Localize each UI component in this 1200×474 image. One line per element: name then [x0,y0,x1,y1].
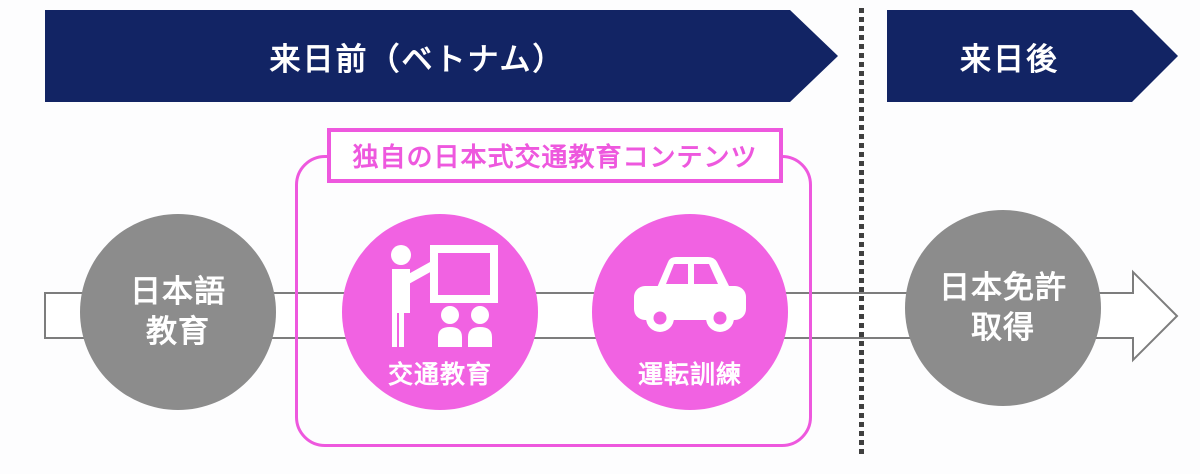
step-japanese-education-label: 日本語 教育 [130,272,226,351]
teacher-blackboard-icon [380,243,500,349]
car-icon [630,243,750,349]
step-driving-training-label: 運転訓練 [637,361,742,389]
stage-banner-after-arrival: 来日後 [887,10,1178,102]
stage-banner-before-label: 来日前（ベトナム） [269,41,566,77]
step-driving-training: 運転訓練 [592,214,788,410]
step-japanese-education-line1: 日本語 [130,274,226,310]
stage-banner-before-arrival: 来日前（ベトナム） [45,10,838,102]
stage-divider-dotted-line [859,8,864,458]
step-japan-license-label: 日本免許 取得 [939,268,1067,347]
step-traffic-education-label: 交通教育 [387,361,492,389]
content-box-title-label: 独自の日本式交通教育コンテンツ [352,142,758,172]
step-japanese-education-line2: 教育 [146,314,210,349]
step-japan-license: 日本免許 取得 [905,210,1101,406]
step-japan-license-line1: 日本免許 [939,270,1067,306]
step-japan-license-line2: 取得 [971,310,1035,345]
stage-banner-after-label: 来日後 [960,41,1059,77]
content-box-title: 独自の日本式交通教育コンテンツ [327,128,783,183]
step-traffic-education: 交通教育 [342,214,538,410]
step-japanese-education: 日本語 教育 [80,214,276,410]
